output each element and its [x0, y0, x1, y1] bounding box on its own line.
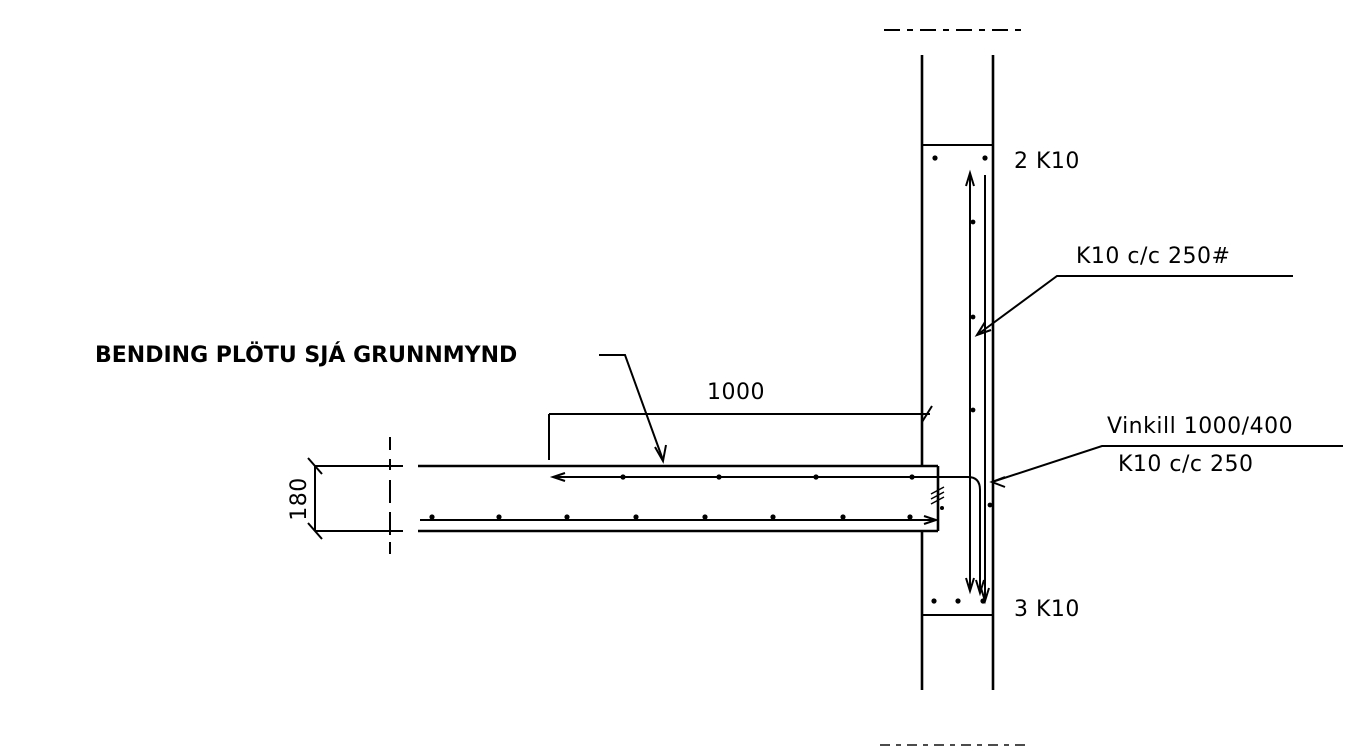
slab-bottom-bar — [770, 514, 776, 520]
wall-rebar-leader — [974, 275, 1293, 337]
slab-bottom-rebar — [420, 515, 940, 525]
upper-box-bar — [932, 155, 938, 161]
wall-rebar — [965, 169, 990, 605]
lower-box-bar — [931, 598, 937, 604]
wall-outline — [920, 55, 995, 690]
upper-box-bar — [982, 155, 988, 161]
lower-box-bar — [955, 598, 961, 604]
angle-bar-label-line2: K10 c/c 250 — [1118, 452, 1254, 477]
slab-top-bar — [620, 474, 626, 480]
wall-rebar-label: K10 c/c 250# — [1076, 244, 1230, 269]
slab-note-leader — [599, 354, 667, 464]
slab-top-bar — [909, 474, 915, 480]
slab-bottom-bar — [840, 514, 846, 520]
hatch-dot — [940, 506, 944, 510]
slab-bottom-bar — [429, 514, 435, 520]
angle-bar-label-line1: Vinkill 1000/400 — [1107, 414, 1293, 439]
dim-length — [548, 405, 933, 460]
slab-bottom-bar — [907, 514, 913, 520]
dim-thickness-label: 180 — [287, 477, 312, 521]
hatch-marks — [930, 486, 945, 505]
slab-top-rebar — [549, 472, 985, 597]
bottom-bar-label: 3 K10 — [1014, 597, 1080, 622]
slab-outline — [418, 464, 940, 533]
slab-bottom-bar — [633, 514, 639, 520]
top-bar-label: 2 K10 — [1014, 149, 1080, 174]
wall-rebar-bar — [987, 502, 993, 508]
slab-bottom-bar — [564, 514, 570, 520]
wall-rebar-bar — [970, 407, 976, 413]
slab-top-bar — [716, 474, 722, 480]
angle-bar-leader — [989, 445, 1343, 488]
wall-rebar-bar — [970, 219, 976, 225]
slab-bottom-bar — [496, 514, 502, 520]
slab-note-label: BENDING PLÖTU SJÁ GRUNNMYND — [95, 342, 517, 368]
slab-top-bar — [813, 474, 819, 480]
dim-length-label: 1000 — [707, 380, 765, 405]
wall-rebar-bar — [970, 314, 976, 320]
slab-bottom-bar — [702, 514, 708, 520]
dim-thickness — [307, 457, 403, 540]
